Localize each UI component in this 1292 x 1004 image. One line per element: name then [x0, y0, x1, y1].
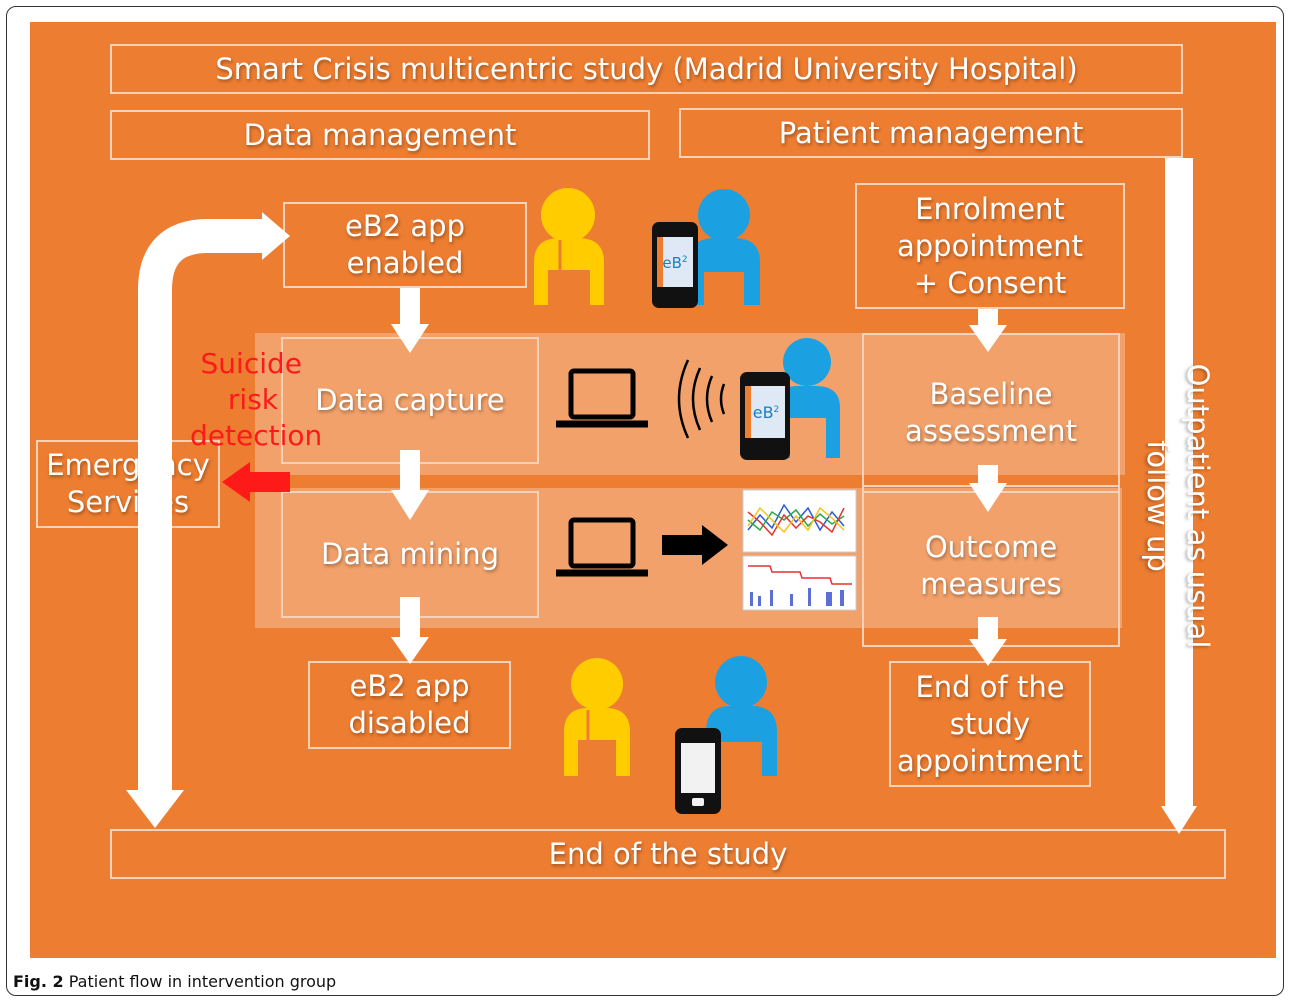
end-study-appt-line2: study [949, 706, 1031, 741]
baseline-line2: assessment [905, 414, 1077, 448]
doctor-icon-bottom [564, 658, 630, 776]
baseline-box: Baseline assessment [862, 333, 1120, 493]
laptop-icon-mining [556, 517, 648, 577]
end-study-appointment-box: End of the study appointment [889, 661, 1091, 787]
outpatient-arrow-head [1161, 806, 1197, 834]
suicide-line2: risk [227, 383, 278, 416]
outcome-line2: measures [920, 567, 1062, 601]
end-of-study-box: End of the study [110, 829, 1226, 879]
end-study-appt-line3: appointment [897, 743, 1083, 778]
loop-arrow-head [262, 212, 290, 260]
figure-frame [6, 6, 1284, 996]
figure-caption: Fig. 2 Patient flow in intervention grou… [13, 972, 336, 991]
baseline-line1: Baseline [929, 377, 1053, 411]
smartphone-icon: eB2 [652, 222, 698, 308]
data-management-label: Data management [243, 117, 517, 152]
patient-management-box: Patient management [679, 108, 1183, 158]
loop-arrow-down-head [126, 790, 184, 828]
outcome-box: Outcome measures [862, 485, 1120, 647]
smartphone-icon-bottom [675, 728, 721, 814]
right-arrow-icon [662, 525, 728, 565]
smartphone-icon-capture: eB2 [740, 372, 790, 460]
patient-management-label: Patient management [778, 115, 1084, 150]
doctor-icon [534, 188, 604, 305]
data-management-box: Data management [110, 110, 650, 160]
enrolment-line2: appointment [897, 228, 1083, 263]
emergency-line1: Emergency [46, 448, 210, 482]
caption-label: Fig. 2 [13, 972, 64, 991]
study-title: Smart Crisis multicentric study (Madrid … [215, 51, 1078, 86]
outcome-line1: Outcome [924, 530, 1058, 564]
eb2-enabled-line1: eB2 app [345, 209, 465, 243]
enrolment-line1: Enrolment [915, 191, 1065, 226]
eb2-disabled-line1: eB2 app [349, 669, 470, 703]
enrolment-line3: + Consent [913, 265, 1067, 300]
enrolment-box: Enrolment appointment + Consent [855, 183, 1125, 309]
wireless-signal-icon [677, 359, 726, 439]
alert-arrow-line [248, 472, 290, 492]
data-mining-box: Data mining [281, 491, 539, 618]
eb2-logo: eB2 [662, 254, 687, 272]
suicide-line1: Suicide [200, 347, 302, 380]
eb2-enabled-box: eB2 app enabled [283, 202, 527, 288]
patient-icon-bottom [706, 656, 777, 776]
suicide-line3: detection [190, 419, 323, 452]
caption-text: Patient flow in intervention group [68, 972, 337, 991]
outpatient-label: Outpatient as usual follow up [1141, 336, 1218, 676]
study-title-box: Smart Crisis multicentric study (Madrid … [110, 44, 1183, 94]
flow-arrows [391, 288, 1007, 666]
patient-icon [690, 189, 760, 305]
loop-arrow-line [138, 219, 262, 800]
data-mining-label: Data mining [321, 537, 499, 571]
laptop-icon [556, 368, 648, 428]
data-capture-label: Data capture [315, 383, 505, 417]
eb2-logo: eB2 [753, 403, 780, 422]
patient-icon-capture [775, 338, 840, 458]
eb2-enabled-line2: enabled [346, 246, 464, 280]
alert-arrow-head [222, 462, 250, 502]
outpatient-arrow-line [1165, 158, 1193, 810]
end-of-study-label: End of the study [548, 836, 788, 871]
suicide-risk-label: Suicide risk detection [190, 346, 323, 454]
eb2-disabled-line2: disabled [348, 706, 471, 740]
end-study-appt-line1: End of the [915, 669, 1065, 704]
data-mining-band [255, 488, 1122, 628]
chart-thumbnail-icon [742, 489, 857, 611]
